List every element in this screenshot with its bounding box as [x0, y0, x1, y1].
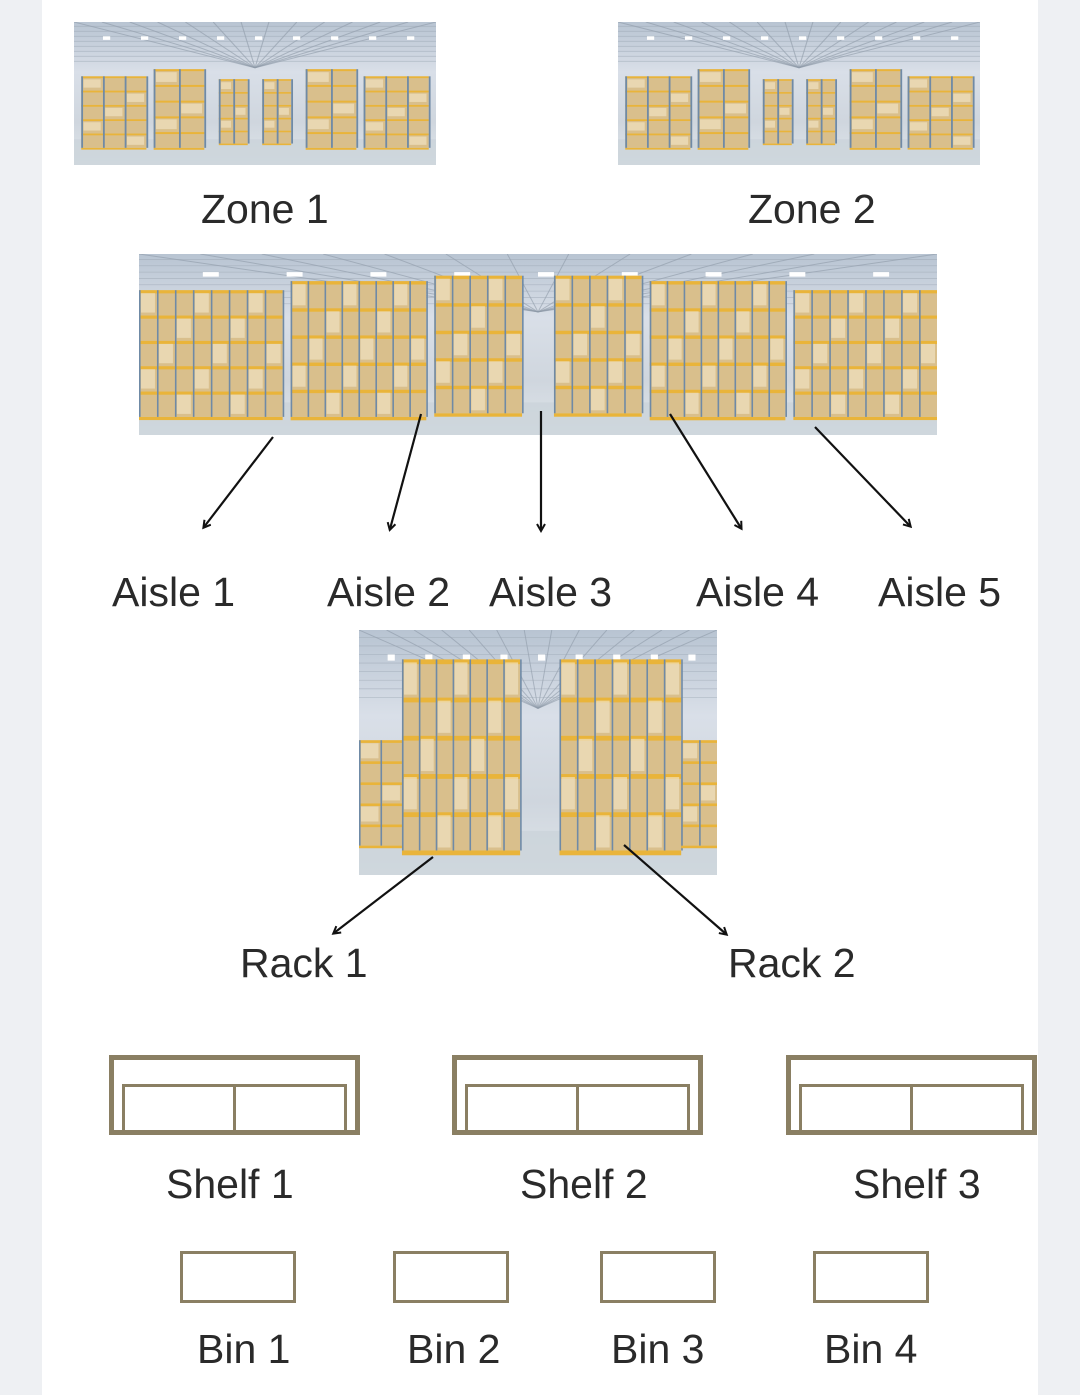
bin-2-label: Bin 2 — [407, 1326, 501, 1372]
bin-2-bin-icon — [393, 1251, 509, 1303]
rack-1-label: Rack 1 — [240, 940, 368, 986]
shelf-3-shelf-icon — [786, 1055, 1037, 1135]
shelf-2-shelf-icon — [452, 1055, 703, 1135]
aisle-4-label: Aisle 4 — [696, 569, 820, 615]
rack-2-label: Rack 2 — [728, 940, 856, 986]
bin-3-bin-icon — [600, 1251, 716, 1303]
bin-1-bin-icon — [180, 1251, 296, 1303]
aisle-3-label: Aisle 3 — [489, 569, 613, 615]
shelf-1-compartments — [122, 1084, 347, 1131]
aisle-1-label: Aisle 1 — [112, 569, 236, 615]
shelf-1-label: Shelf 1 — [166, 1161, 294, 1207]
aisles-warehouse-photo-icon — [139, 254, 937, 435]
shelf-3-label: Shelf 3 — [853, 1161, 981, 1207]
bin-3-label: Bin 3 — [611, 1326, 705, 1372]
shelf-3-divider — [910, 1087, 913, 1131]
bin-1-label: Bin 1 — [197, 1326, 291, 1372]
zone-1-warehouse-photo-icon — [74, 22, 436, 165]
zone-2-label: Zone 2 — [748, 186, 876, 232]
shelf-2-compartments — [465, 1084, 690, 1131]
shelf-3-compartments — [799, 1084, 1024, 1131]
shelf-2-divider — [576, 1087, 579, 1131]
aisle-5-label: Aisle 5 — [878, 569, 1002, 615]
shelf-1-shelf-icon — [109, 1055, 360, 1135]
aisle-2-label: Aisle 2 — [327, 569, 451, 615]
zone-1-label: Zone 1 — [201, 186, 329, 232]
zone-2-warehouse-photo-icon — [618, 22, 980, 165]
shelf-1-divider — [233, 1087, 236, 1131]
bin-4-bin-icon — [813, 1251, 929, 1303]
bin-4-label: Bin 4 — [824, 1326, 918, 1372]
racks-warehouse-photo-icon — [359, 630, 717, 875]
shelf-2-label: Shelf 2 — [520, 1161, 648, 1207]
